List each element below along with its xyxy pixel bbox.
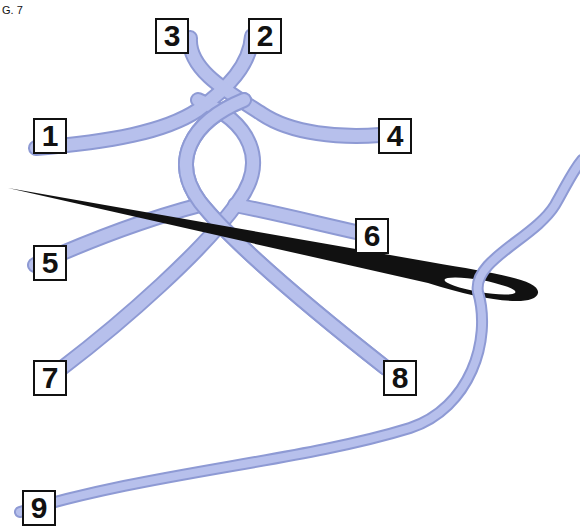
callout-number: 3 [164, 21, 181, 51]
callout-box: 7 [33, 360, 67, 396]
callout-number: 8 [392, 363, 409, 393]
callout-number: 9 [31, 493, 48, 523]
callout-number: 6 [364, 221, 381, 251]
working-thread [20, 160, 580, 512]
callout-box: 3 [155, 18, 189, 54]
callout-number: 7 [42, 363, 59, 393]
callout-box: 5 [33, 245, 67, 281]
callout-box: 1 [33, 118, 67, 154]
callout-number: 2 [257, 21, 274, 51]
callout-box: 4 [378, 118, 412, 154]
callout-box: 6 [355, 218, 389, 254]
callout-box: 2 [248, 18, 282, 54]
callout-box: 9 [22, 490, 56, 526]
callout-number: 4 [387, 121, 404, 151]
callout-number: 1 [42, 121, 59, 151]
callout-number: 5 [42, 248, 59, 278]
figure-number: G. 7 [2, 4, 23, 16]
needle [8, 188, 538, 301]
callout-box: 8 [383, 360, 417, 396]
